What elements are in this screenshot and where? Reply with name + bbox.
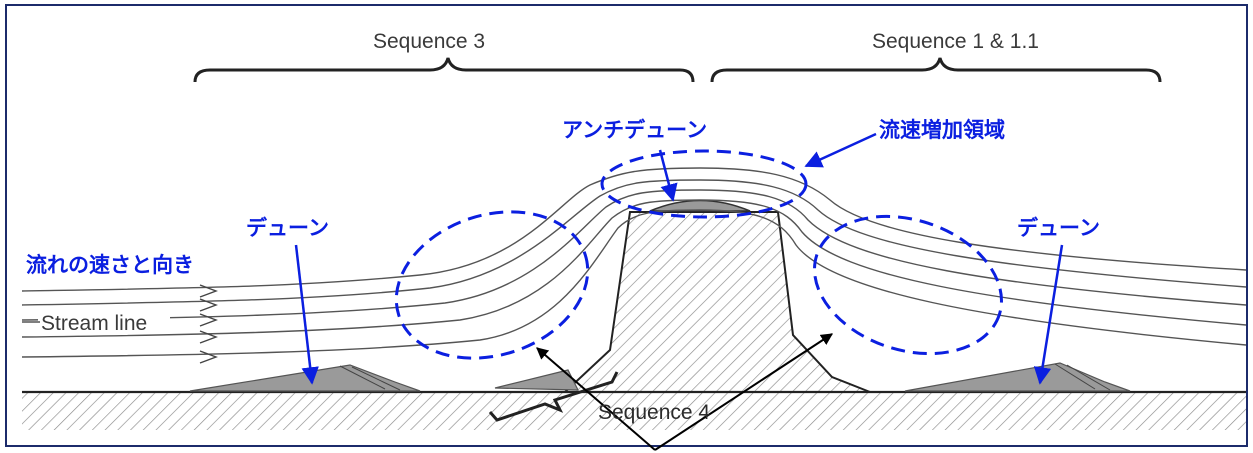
label-dune-right: デューン: [1017, 216, 1100, 240]
bottom-arrows: [536, 333, 834, 451]
label-velocity-increase-zone: 流速増加領域: [879, 118, 1005, 142]
dune-right-shape: [904, 362, 1131, 392]
label-dune-left: デューン: [246, 216, 329, 240]
label-flow-speed-direction: 流れの速さと向き: [26, 253, 194, 277]
flow-chevrons: [199, 284, 218, 364]
stream-lines: [21, 167, 1247, 358]
brace-sequence-4: [488, 371, 619, 422]
label-stream-line: Stream line: [41, 312, 147, 335]
brace-sequence-3: [193, 57, 695, 83]
brace-sequence-1: [710, 57, 1162, 83]
label-sequence-4: Sequence 4: [598, 401, 710, 424]
label-antidune: アンチデューン: [562, 118, 707, 142]
diagram-frame: [5, 4, 1248, 447]
velocity-zone-top: [600, 149, 808, 219]
dune-left-shape: [189, 364, 421, 392]
arrow-velocity-zone: [804, 132, 877, 168]
velocity-zone-left: [394, 210, 590, 360]
label-sequence-1: Sequence 1 & 1.1: [872, 30, 1039, 53]
substrate-bed: [22, 392, 1246, 430]
annotation-arrows: [294, 132, 1064, 385]
velocity-zone-right: [813, 214, 1003, 356]
central-block: [562, 211, 871, 393]
label-sequence-3: Sequence 3: [373, 30, 485, 53]
stream-line-label-bg: [38, 309, 170, 333]
arrow-dune-right: [1033, 244, 1064, 385]
arrow-antidune: [658, 149, 678, 202]
arrow-bottom-left: [536, 347, 656, 451]
arrow-bottom-right: [654, 333, 834, 451]
arrow-dune-left: [294, 244, 319, 385]
velocity-zones: [394, 149, 1003, 360]
